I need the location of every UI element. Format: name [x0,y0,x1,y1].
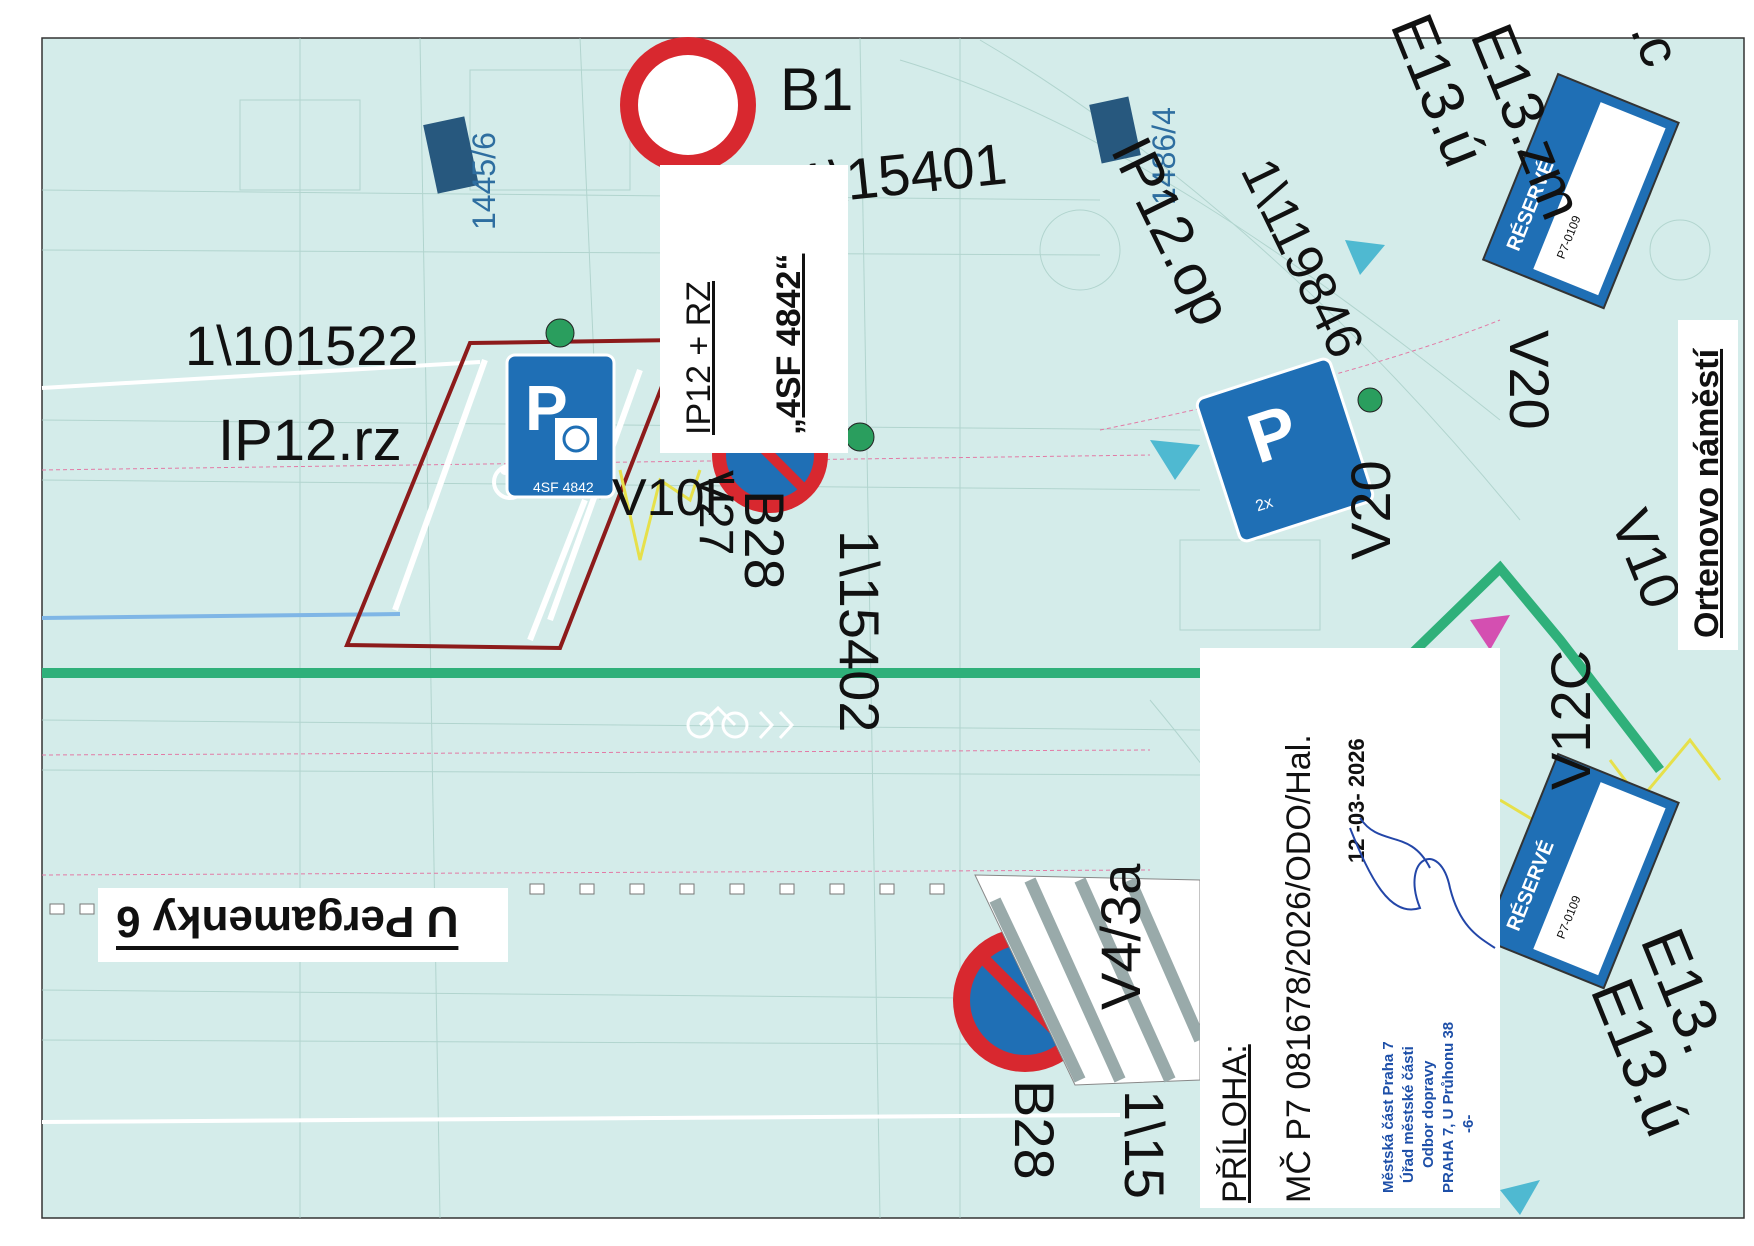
hatched-area [974,874,1206,1086]
svg-text:4SF 4842: 4SF 4842 [533,479,594,495]
label-v20-b: V20 [1498,330,1561,430]
note-ip12-line2: „4SF 4842“ [770,253,808,435]
reserved-bay-outline [344,337,683,651]
note-ip12-line1: IP12 + RZ [680,280,718,435]
priloha-reference: MČ P7 081678/2026/ODO/Hal. [1280,734,1318,1203]
yellow-zigzag [618,469,702,561]
no-entry-sign-b1 [620,37,756,173]
label-parcel-15b: 1\15 [1113,1090,1176,1199]
label-v4-3a: V4/3a [1089,863,1152,1010]
label-v12c: V12C [1539,650,1602,790]
label-v20-a: V20 [1339,460,1402,560]
signature-icon [1349,817,1496,949]
label-ip12-rz: IP12.rz [218,408,402,473]
office-stamp: Městská část Praha 7 Úřad městské části … [1380,1021,1477,1193]
bicycle-marking-icon [686,705,795,740]
parking-2x-sign: P 2x [1195,357,1375,543]
label-b1: B1 [780,56,853,123]
label-lot-1445: 1445/6 [466,132,502,230]
label-b28-a: B28 [733,490,796,590]
magenta-triangle [1470,615,1510,650]
street-label-pergamenky: U Pergamenky 6 [98,888,508,962]
reserve-sign-bottom: RÉSERVÉ P7-0109 [1481,752,1680,990]
dark-blue-block-1 [423,116,479,194]
street-pergamenky-text: U Pergamenky 6 [116,897,459,946]
accessible-parking-sign: P 4SF 4842 [505,353,616,499]
label-parcel-101522: 1\101522 [185,314,419,377]
label-v10f: V10F [612,469,736,527]
cyan-triangle-2 [1150,440,1200,480]
label-parcel-15402: 1\15402 [828,530,891,732]
label-b28-b: B28 [1003,1080,1066,1180]
note-ip12-rz: IP12 + RZ „4SF 4842“ [660,165,848,453]
dark-blue-block-2 [1089,96,1141,164]
street-ortenovo-text: Ortenovo náměstí [1688,348,1726,638]
dashed-crossing [49,883,945,915]
priloha-panel: PŘÍLOHA: MČ P7 081678/2026/ODO/Hal. 12 -… [1200,648,1500,1208]
cyan-triangle-1 [1345,240,1385,275]
label-lot-1486: 1486/4 [1146,107,1182,205]
reserve-sign-top: RÉSERVÉ P7-0109 [1481,72,1680,310]
label-v27: V27 [689,470,742,555]
svg-text:2x: 2x [1254,494,1275,515]
kerb-bottom [41,1113,1121,1124]
kerb-top [41,360,481,390]
street-label-ortenovo: Ortenovo náměstí [1678,320,1738,650]
green-angled-line [1386,560,1664,774]
priloha-heading: PŘÍLOHA: [1216,1044,1254,1203]
